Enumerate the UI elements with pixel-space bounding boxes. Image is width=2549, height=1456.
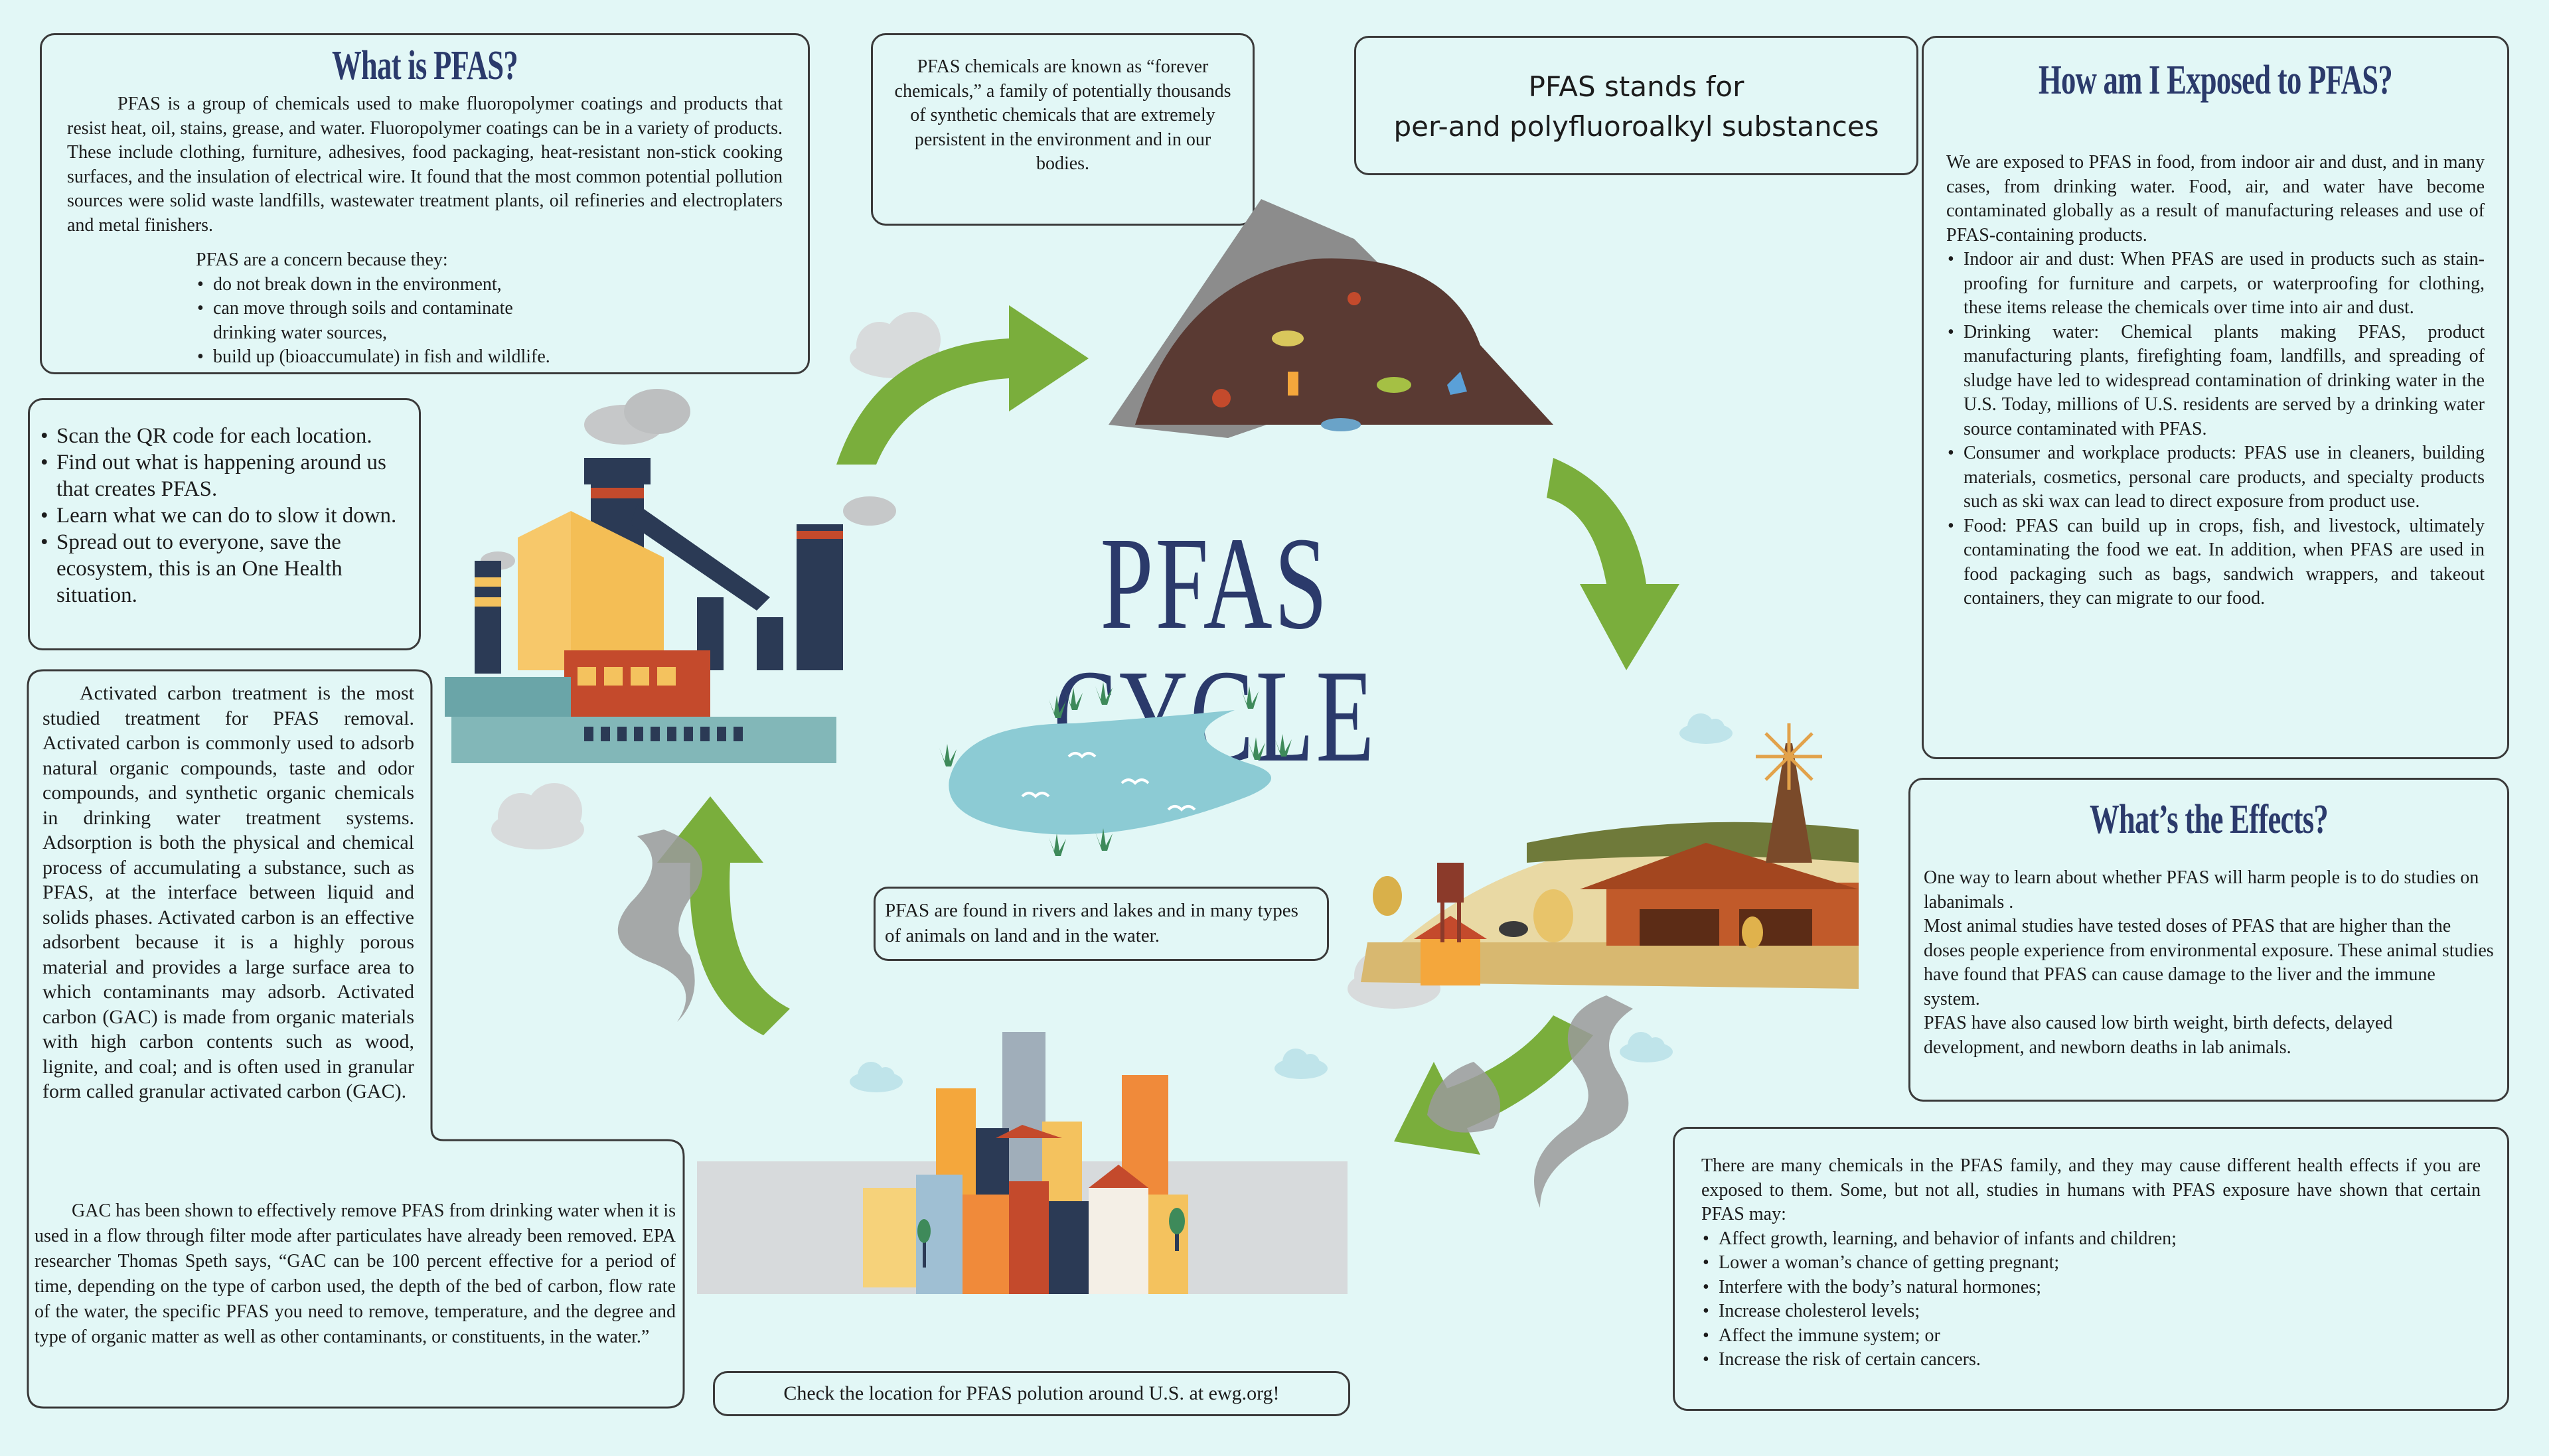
location-box: Check the location for PFAS polution aro…: [713, 1371, 1350, 1416]
health-item: Increase cholesterol levels;: [1701, 1299, 2481, 1324]
concern-item: can move through soils and contaminate d…: [196, 297, 560, 345]
health-item: Affect growth, learning, and behavior of…: [1701, 1227, 2481, 1252]
farm-icon: [1361, 723, 1859, 989]
actions-list: Scan the QR code for each location. Find…: [30, 400, 419, 609]
health-box: There are many chemicals in the PFAS fam…: [1673, 1127, 2509, 1411]
landfill-icon: [1109, 199, 1553, 438]
stands-for-box: PFAS stands for per-and polyfluoroalkyl …: [1354, 36, 1918, 175]
carbon-paragraph-2: GAC has been shown to effectively remove…: [35, 1201, 676, 1347]
lake-icon: [939, 682, 1292, 856]
location-text: Check the location for PFAS polution aro…: [783, 1382, 1280, 1404]
stands-for-line2: per-and polyfluoroalkyl substances: [1393, 110, 1879, 143]
exposure-list: Indoor air and dust: When PFAS are used …: [1924, 248, 2507, 611]
cloud-icon: [491, 783, 584, 849]
exposure-item: Drinking water: Chemical plants making P…: [1946, 321, 2485, 442]
health-item: Lower a woman’s chance of getting pregna…: [1701, 1251, 2481, 1275]
forever-chemicals-text: PFAS chemicals are known as “forever che…: [894, 56, 1231, 174]
exposure-item: Indoor air and dust: When PFAS are used …: [1946, 248, 2485, 321]
what-is-pfas-box: What is PFAS? PFAS is a group of chemica…: [40, 33, 810, 374]
health-item: Increase the risk of certain cancers.: [1701, 1348, 2481, 1372]
carbon-paragraph-1: Activated carbon treatment is the most s…: [42, 682, 414, 1102]
forever-chemicals-box: PFAS chemicals are known as “forever che…: [871, 33, 1255, 226]
concern-item: build up (bioaccumulate) in fish and wil…: [196, 345, 560, 370]
action-item: Find out what is happening around us tha…: [39, 449, 403, 502]
exposure-heading: How am I Exposed to PFAS?: [2038, 58, 2393, 103]
cloud-icon: [1679, 713, 1733, 744]
what-is-pfas-heading: What is PFAS?: [331, 43, 518, 88]
effects-line: Most animal studies have tested doses of…: [1924, 916, 2494, 1009]
cloud-icon: [1274, 1049, 1328, 1079]
concern-item: do not break down in the environment,: [196, 273, 560, 297]
concern-intro: PFAS are a concern because they:: [196, 250, 448, 270]
what-is-pfas-paragraph: PFAS is a group of chemicals used to mak…: [67, 94, 783, 236]
exposure-item: Food: PFAS can build up in crops, fish, …: [1946, 514, 2485, 611]
action-item: Spread out to everyone, save the ecosyst…: [39, 529, 403, 609]
health-intro: There are many chemicals in the PFAS fam…: [1701, 1155, 2481, 1224]
smoke-icon: [1427, 1062, 1500, 1133]
health-item: Interfere with the body’s natural hormon…: [1701, 1275, 2481, 1300]
concern-list: do not break down in the environment, ca…: [42, 273, 560, 370]
exposure-box: How am I Exposed to PFAS? We are exposed…: [1922, 36, 2509, 759]
exposure-item: Consumer and workplace products: PFAS us…: [1946, 441, 2485, 514]
effects-line: One way to learn about whether PFAS will…: [1924, 867, 2479, 912]
action-item: Learn what we can do to slow it down.: [39, 502, 403, 529]
arrow-icon: [1547, 458, 1679, 670]
effects-heading: What’s the Effects?: [2089, 797, 2329, 842]
smoke-icon: [1534, 995, 1633, 1208]
actions-box: Scan the QR code for each location. Find…: [28, 398, 421, 650]
health-item: Affect the immune system; or: [1701, 1324, 2481, 1348]
arrow-icon: [836, 305, 1089, 465]
action-item: Scan the QR code for each location.: [39, 423, 403, 449]
health-list: Affect growth, learning, and behavior of…: [1675, 1227, 2507, 1372]
water-note-box: PFAS are found in rivers and lakes and i…: [874, 887, 1329, 961]
stands-for-line1: PFAS stands for: [1528, 70, 1744, 103]
factory-icon: [445, 389, 896, 763]
effects-line: PFAS have also caused low birth weight, …: [1924, 1013, 2393, 1058]
city-icon: [697, 1032, 1348, 1294]
exposure-intro: We are exposed to PFAS in food, from ind…: [1946, 152, 2485, 246]
water-note-text: PFAS are found in rivers and lakes and i…: [885, 900, 1298, 946]
cloud-icon: [850, 1062, 903, 1092]
smoke-icon: [617, 830, 703, 1022]
cloud-icon: [1620, 1032, 1673, 1062]
effects-box: What’s the Effects? One way to learn abo…: [1908, 778, 2509, 1102]
